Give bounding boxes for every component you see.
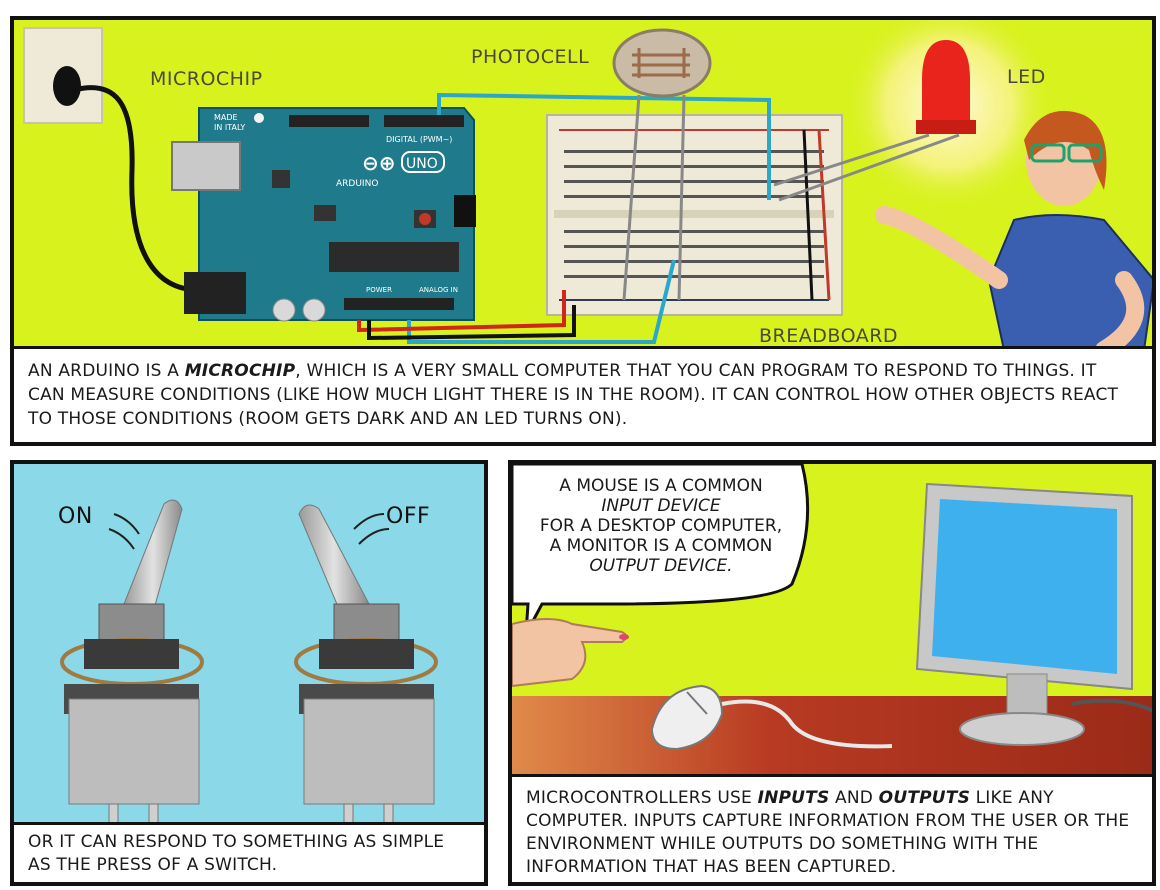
wall-outlet-icon xyxy=(23,27,103,124)
label-breadboard: BREADBOARD xyxy=(759,325,899,347)
wire-red xyxy=(357,290,566,333)
caption-switches: OR IT CAN RESPOND TO SOMETHING AS SIMPLE… xyxy=(14,822,484,882)
wire-black xyxy=(367,305,576,341)
toggle-switch-on-icon xyxy=(60,499,204,845)
caption-arduino: AN ARDUINO IS A MICROCHIP, WHICH IS A VE… xyxy=(14,346,1152,442)
bubble-line-4: A MONITOR IS A COMMON xyxy=(549,536,773,556)
arduino-scene: ⊖⊕ UNO ARDUINO MADE IN ITALY DIGITAL (PW… xyxy=(23,20,1152,359)
woman-figure xyxy=(875,110,1152,359)
board-made-text: MADE xyxy=(214,113,238,122)
label-photocell: PHOTOCELL xyxy=(471,46,590,68)
caption-computer-mid: AND xyxy=(829,788,879,808)
speech-bubble xyxy=(512,464,810,635)
panel-computer: A MOUSE IS A COMMON INPUT DEVICE FOR A D… xyxy=(508,460,1156,886)
caption-switches-text: OR IT CAN RESPOND TO SOMETHING AS SIMPLE… xyxy=(28,832,445,875)
pointing-hand-icon xyxy=(512,618,629,688)
board-uno-text: UNO xyxy=(406,156,438,172)
svg-text:⊖⊕: ⊖⊕ xyxy=(362,151,396,175)
wire-blue-bottom xyxy=(407,259,676,344)
led-icon xyxy=(773,40,976,202)
monitor-icon xyxy=(915,482,1152,746)
caption-arduino-emph: MICROCHIP xyxy=(184,361,296,381)
caption-arduino-pre: AN ARDUINO IS A xyxy=(28,361,185,381)
bubble-line-1: A MOUSE IS A COMMON xyxy=(559,476,763,496)
mouse-icon xyxy=(650,684,893,751)
computer-scene xyxy=(512,464,1152,786)
switches-scene xyxy=(60,499,438,845)
arduino-board: ⊖⊕ UNO ARDUINO MADE IN ITALY DIGITAL (PW… xyxy=(171,107,476,322)
board-italy-text: IN ITALY xyxy=(214,123,245,132)
label-off: OFF xyxy=(386,504,431,529)
photocell-icon xyxy=(612,28,712,301)
caption-arduino-post: , WHICH IS A VERY SMALL COMPUTER THAT YO… xyxy=(28,361,1119,429)
caption-computer-post: LIKE ANY COMPUTER. INPUTS CAPTURE INFORM… xyxy=(526,788,1130,877)
caption-computer: MICROCONTROLLERS USE INPUTS AND OUTPUTS … xyxy=(512,774,1152,882)
label-microchip: MICROCHIP xyxy=(150,68,263,90)
bubble-text: A MOUSE IS A COMMON INPUT DEVICE FOR A D… xyxy=(516,476,806,576)
caption-computer-pre: MICROCONTROLLERS USE xyxy=(526,788,758,808)
breadboard xyxy=(546,114,843,316)
board-digital-text: DIGITAL (PWM~) xyxy=(386,135,452,144)
caption-computer-outputs: OUTPUTS xyxy=(878,788,971,808)
toggle-switch-off-icon xyxy=(294,504,438,845)
panel-arduino: ⊖⊕ UNO ARDUINO MADE IN ITALY DIGITAL (PW… xyxy=(10,16,1156,446)
board-arduino-text: ARDUINO xyxy=(336,179,378,189)
bubble-line-2: INPUT DEVICE xyxy=(601,496,721,516)
board-power-text: POWER xyxy=(366,286,392,294)
label-led: LED xyxy=(1007,66,1046,88)
board-analog-text: ANALOG IN xyxy=(419,286,458,294)
panel-switches: ON OFF OR IT CAN RESPOND TO SOMETHING AS… xyxy=(10,460,488,886)
label-on: ON xyxy=(58,504,93,529)
bubble-line-5: OUTPUT DEVICE. xyxy=(589,556,733,576)
wire-blue-top xyxy=(437,92,771,200)
caption-computer-inputs: INPUTS xyxy=(757,788,830,808)
bubble-line-3: FOR A DESKTOP COMPUTER, xyxy=(539,516,783,536)
power-cord xyxy=(73,85,200,293)
